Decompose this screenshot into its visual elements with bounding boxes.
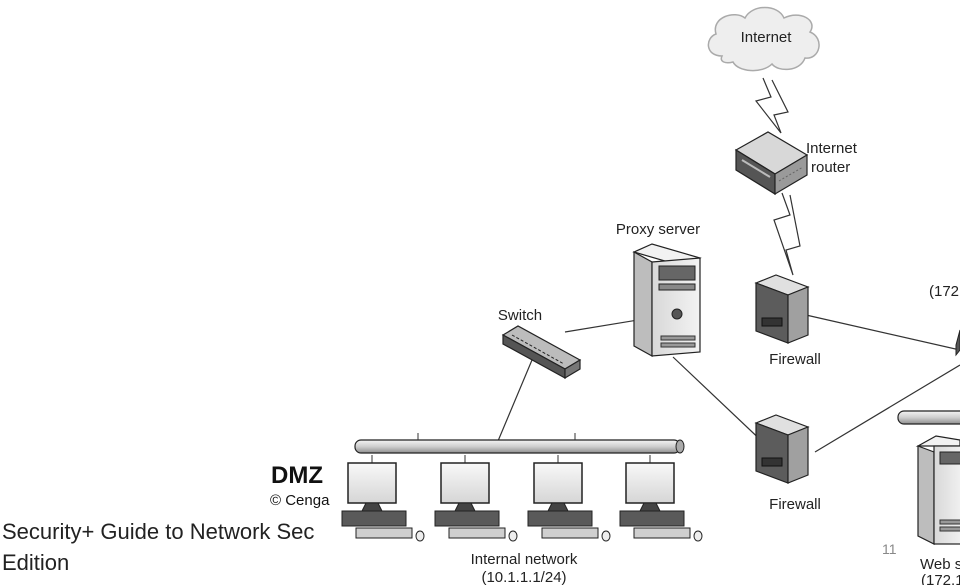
page-number: 11	[882, 541, 897, 557]
copyright-notice: © Cenga	[270, 492, 330, 509]
lightning-link-internet-router	[754, 77, 789, 134]
router-label-line1: Internet	[806, 140, 858, 157]
slide-footer: Security+ Guide to Network Sec Edition	[2, 516, 314, 578]
dmz-bus	[897, 410, 960, 425]
web-server-subnet: (172.1	[921, 572, 960, 585]
workstation-icon	[619, 455, 703, 542]
internal-network-bus	[354, 433, 685, 454]
web-server-label: Web s	[920, 556, 960, 573]
internal-network-label: Internal network	[471, 551, 578, 568]
slide-title: DMZ	[271, 462, 323, 489]
router-label-line2: router	[811, 159, 850, 176]
router-icon	[734, 131, 809, 196]
footer-line-1: Security+ Guide to Network Sec	[2, 519, 315, 544]
lightning-link-router-firewall	[773, 192, 801, 276]
web-server-icon	[915, 435, 960, 545]
internet-label: Internet	[741, 29, 793, 46]
firewall-top-icon	[754, 274, 810, 344]
switch-label: Switch	[498, 307, 542, 324]
internal-network-subnet: (10.1.1.1/24)	[481, 569, 566, 585]
footer-line-2: Edition	[2, 550, 70, 575]
internet-cloud-icon: Internet	[707, 6, 820, 72]
proxy-server-label: Proxy server	[616, 221, 700, 238]
firewall-top-label: Firewall	[769, 351, 821, 368]
firewall-bottom-label: Firewall	[769, 496, 821, 513]
workstation-icon	[341, 455, 425, 542]
switch-icon	[501, 325, 582, 380]
connection-lines	[497, 314, 960, 453]
dmz-switch-icon	[955, 329, 960, 357]
proxy-server-icon	[632, 243, 702, 358]
workstation-icon	[434, 455, 518, 542]
dmz-subnet-label: (172	[929, 283, 959, 300]
workstation-icon	[527, 455, 611, 542]
firewall-bottom-icon	[754, 414, 810, 484]
